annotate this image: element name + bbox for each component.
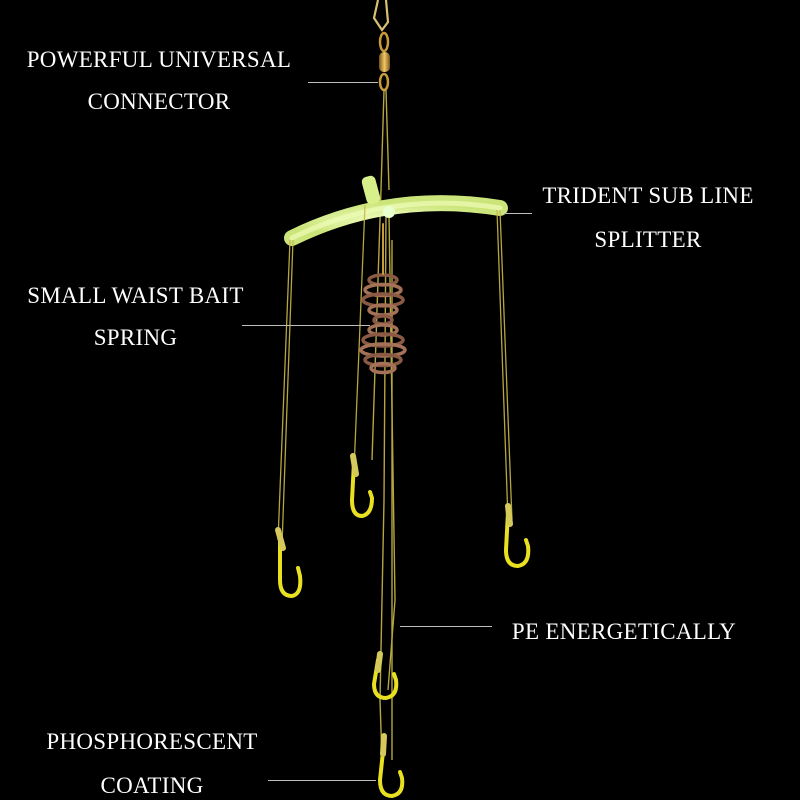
coating-leader-line bbox=[268, 780, 376, 781]
connector-label: POWERFUL UNIVERSAL CONNECTOR bbox=[14, 46, 304, 116]
snap-swivel-icon bbox=[372, 0, 390, 92]
connector-leader-line bbox=[308, 82, 378, 83]
fish-hook-icon bbox=[503, 503, 531, 569]
fish-hook-icon bbox=[377, 733, 405, 799]
side-lines bbox=[277, 204, 513, 546]
coating-label-line2: COATING bbox=[100, 773, 204, 798]
fish-hook-icon bbox=[349, 453, 375, 519]
spring-label-line2: SPRING bbox=[93, 325, 178, 350]
connector-label-line1: POWERFUL UNIVERSAL bbox=[26, 47, 292, 72]
line-label-line1: PE ENERGETICALLY bbox=[511, 619, 737, 644]
splitter-leader-line bbox=[504, 213, 532, 214]
fish-hook-icon bbox=[371, 651, 399, 701]
fish-hook-icon bbox=[275, 527, 303, 599]
spring-label-line1: SMALL WAIST BAIT bbox=[27, 283, 244, 308]
spring-leader-line bbox=[242, 325, 370, 326]
splitter-bar-icon bbox=[284, 175, 508, 246]
line-label: PE ENERGETICALLY bbox=[494, 618, 754, 646]
spring-label: SMALL WAIST BAIT SPRING bbox=[8, 282, 263, 352]
connector-label-line2: CONNECTOR bbox=[87, 89, 231, 114]
bait-spring-icon bbox=[359, 223, 407, 375]
coating-label: PHOSPHORESCENT COATING bbox=[24, 728, 280, 800]
splitter-label-line1: TRIDENT SUB LINE bbox=[542, 183, 754, 208]
line-leader-line bbox=[400, 626, 492, 627]
splitter-label-line2: SPLITTER bbox=[594, 227, 702, 252]
splitter-label: TRIDENT SUB LINE SPLITTER bbox=[528, 182, 768, 254]
coating-label-line1: PHOSPHORESCENT bbox=[46, 729, 258, 754]
